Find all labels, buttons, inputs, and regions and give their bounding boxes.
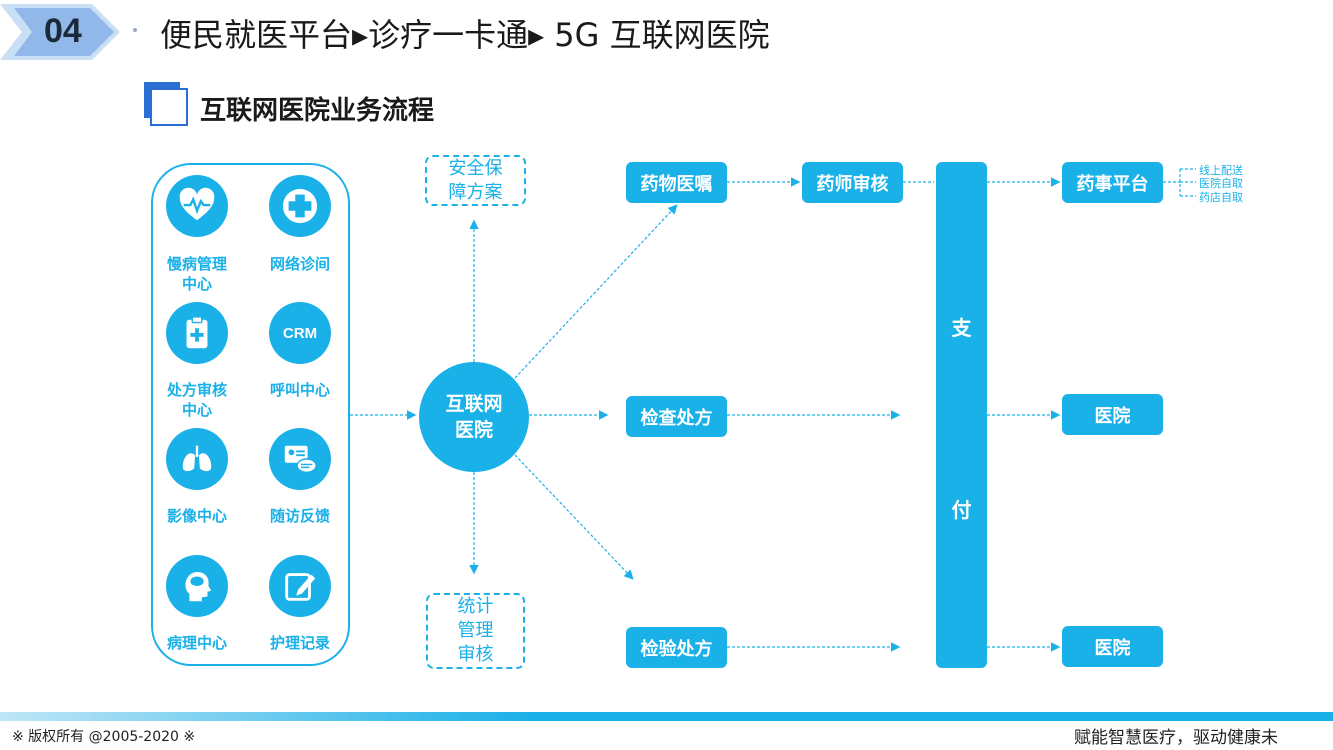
service-label-imaging: 影像中心	[166, 507, 227, 525]
service-label-pathology: 病理中心	[166, 634, 227, 652]
service-label-call-center: 呼叫中心	[269, 381, 330, 399]
service-label-chronic: 慢病管理 中心	[166, 255, 227, 293]
pharmacy-platform-box: 药事平台	[1062, 162, 1163, 203]
prescription-clipboard-icon	[166, 302, 228, 364]
brain-head-icon	[166, 555, 228, 617]
service-label-nursing: 护理记录	[269, 634, 330, 652]
security-plan-box: 安全保 障方案	[425, 155, 526, 206]
subtitle-square-icon	[144, 82, 188, 126]
pharmacist-review-box: 药师审核	[802, 162, 903, 203]
service-label-prescription-review: 处方审核 中心	[166, 381, 227, 419]
section-number: 04	[44, 12, 82, 50]
hospital-box-2: 医院	[1062, 626, 1163, 667]
heart-pulse-icon	[166, 175, 228, 237]
section-badge	[0, 4, 120, 60]
delivery-option-pharmacy-pickup: 药店自取	[1199, 191, 1243, 204]
delivery-option-hospital-pickup: 医院自取	[1199, 177, 1243, 190]
exam-prescription-box: 检查处方	[626, 396, 727, 437]
delivery-option-online: 线上配送	[1199, 164, 1243, 177]
lab-prescription-box: 检验处方	[626, 627, 727, 668]
footer-copyright: ※ 版权所有 @2005-2020 ※	[12, 729, 196, 745]
hospital-box-1: 医院	[1062, 394, 1163, 435]
edit-note-icon	[269, 555, 331, 617]
payment-char-1: 支	[951, 316, 972, 340]
footer-slogan: 赋能智慧医疗，驱动健康未	[1074, 728, 1278, 748]
internet-hospital-hub: 互联网 医院	[419, 362, 529, 472]
section-subtitle: 互联网医院业务流程	[200, 96, 435, 126]
crm-icon: CRM	[269, 302, 331, 364]
service-label-online-clinic: 网络诊间	[269, 255, 330, 273]
stats-audit-box: 统计 管理 审核	[426, 593, 525, 669]
page-title: 便民就医平台▸诊疗一卡通▸ 5G 互联网医院	[160, 16, 770, 54]
crm-icon-text: CRM	[282, 324, 318, 342]
payment-bar: 支 付	[936, 162, 987, 668]
payment-char-2: 付	[951, 498, 972, 522]
service-center-panel	[151, 163, 350, 666]
footer-bar	[0, 712, 1333, 721]
chat-card-icon	[269, 428, 331, 490]
lungs-icon	[166, 428, 228, 490]
hub-label: 互联网 医院	[445, 393, 503, 441]
title-dot	[133, 28, 137, 32]
drug-order-box: 药物医嘱	[626, 162, 727, 203]
medical-cross-icon	[269, 175, 331, 237]
service-label-followup: 随访反馈	[269, 507, 330, 525]
